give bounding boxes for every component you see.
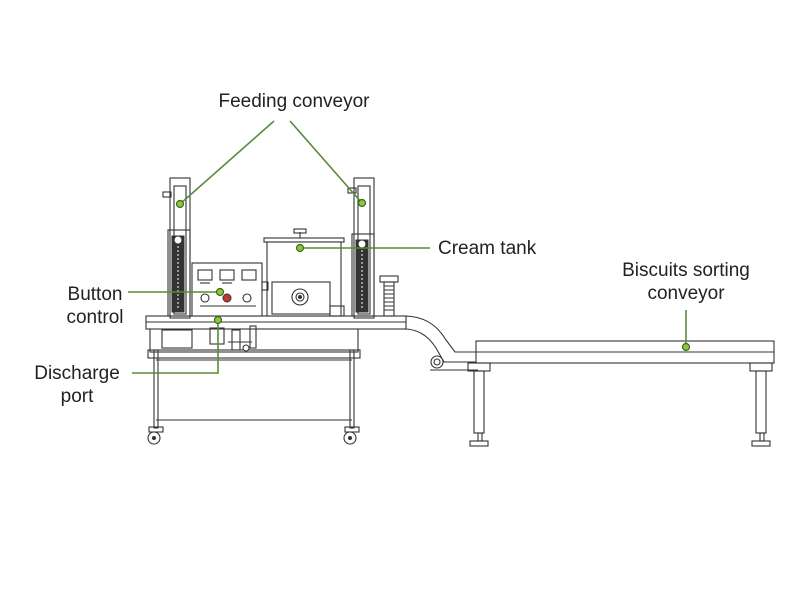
cream-tank: [261, 228, 345, 317]
label-cream-tank: Cream tank: [438, 238, 537, 259]
feeding-conveyor-right-marker: [357, 198, 367, 208]
feeding-conveyor-left-marker: [175, 199, 185, 209]
side-spring: [379, 275, 399, 317]
label-discharge-port-line2: port: [60, 386, 94, 407]
label-button-control-line1: Button: [67, 284, 123, 305]
button-control-panel: [191, 262, 263, 317]
label-button-control: Button control: [50, 283, 140, 329]
feeding-conveyor-left-column: [162, 177, 191, 319]
button-control-marker: [215, 287, 225, 297]
discharge-port-marker: [213, 315, 223, 325]
caster-wheel-right: [343, 426, 360, 445]
label-discharge-port-line1: Discharge: [34, 363, 120, 384]
label-button-control-line2: control: [66, 307, 124, 328]
transfer-chute: [403, 315, 478, 371]
leader-lines: [128, 120, 687, 374]
machine-body: [145, 315, 407, 445]
label-biscuits-sorting-conveyor-line2: conveyor: [647, 283, 725, 304]
label-discharge-port: Discharge port: [22, 362, 132, 408]
label-biscuits-sorting-conveyor: Biscuits sorting conveyor: [596, 259, 776, 305]
label-biscuits-sorting-conveyor-line1: Biscuits sorting: [622, 260, 750, 281]
biscuits-sorting-conveyor-marker: [681, 342, 691, 352]
label-markers: [175, 198, 691, 352]
biscuits-sorting-conveyor: [467, 340, 775, 447]
caster-wheel-left: [147, 426, 164, 445]
label-feeding-conveyor: Feeding conveyor: [218, 91, 370, 112]
cream-tank-marker: [295, 243, 305, 253]
